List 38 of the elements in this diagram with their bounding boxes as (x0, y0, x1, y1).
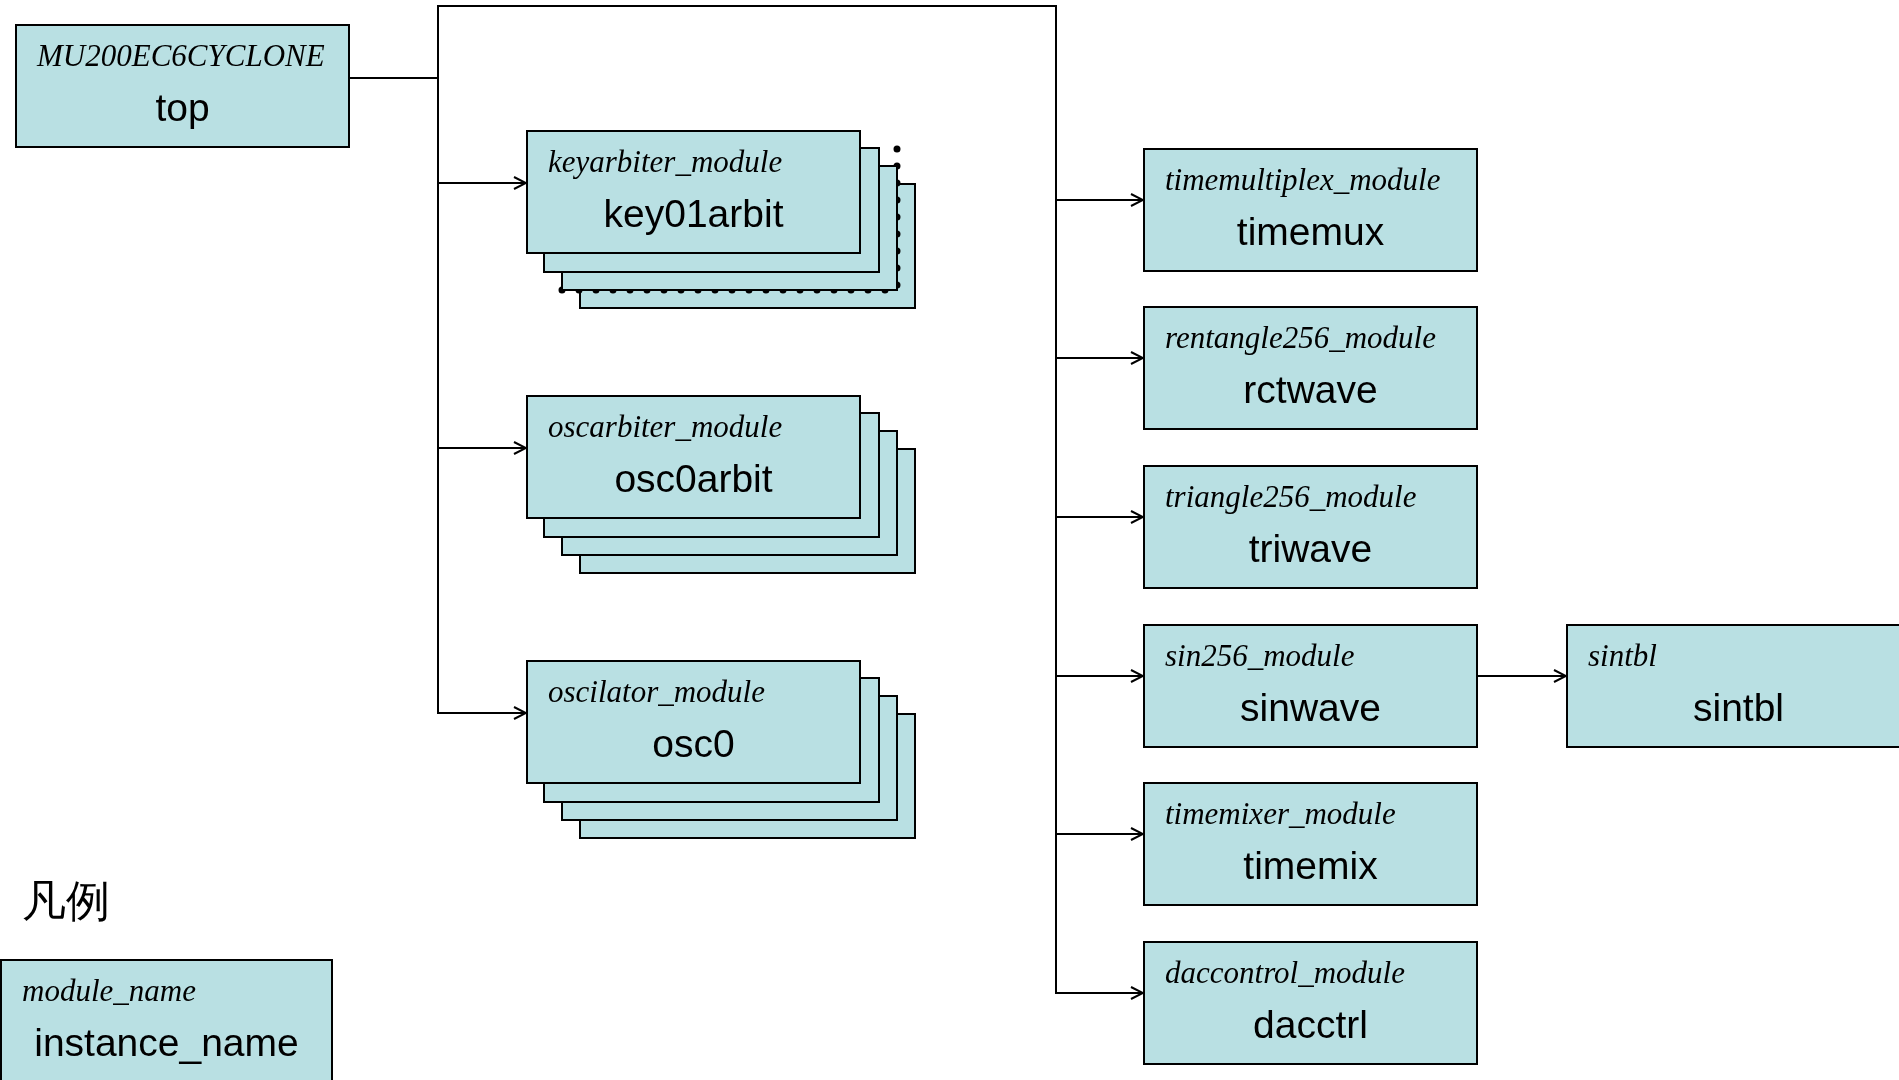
module-box (1143, 941, 1478, 1065)
instance-name: sinwave (1239, 686, 1382, 730)
module-name: timemixer_module (1165, 796, 1396, 832)
legend-title: 凡例 (22, 874, 110, 928)
legend-sample-box (0, 959, 333, 1080)
module-box (526, 130, 861, 254)
module-box (15, 24, 350, 148)
instance-name: triwave (1247, 527, 1374, 571)
instance-name: rctwave (1242, 368, 1379, 412)
module-name: timemultiplex_module (1165, 162, 1441, 198)
instance-name: dacctrl (1252, 1003, 1369, 1047)
instance-name: key01arbit (602, 192, 785, 236)
module-name: MU200EC6CYCLONE (37, 38, 325, 74)
module-name: rentangle256_module (1165, 320, 1436, 356)
connector-arrow (1477, 669, 1567, 683)
module-name: module_name (22, 973, 196, 1009)
instance-name: timemux (1235, 210, 1386, 254)
module-name: keyarbiter_module (548, 144, 783, 180)
module-name: oscarbiter_module (548, 409, 783, 445)
module-name: oscilator_module (548, 674, 765, 710)
instance-name: timemix (1242, 844, 1379, 888)
module-box (1143, 782, 1478, 906)
module-box (1143, 148, 1478, 272)
instance-name: osc0 (651, 722, 736, 766)
module-name: sintbl (1588, 638, 1657, 674)
module-box (1143, 306, 1478, 430)
instance-name: sintbl (1691, 686, 1785, 730)
module-box (1143, 624, 1478, 748)
instance-name: osc0arbit (613, 457, 774, 501)
instance-name: instance_name (33, 1021, 300, 1065)
module-box (526, 395, 861, 519)
module-name: sin256_module (1165, 638, 1355, 674)
module-box (1566, 624, 1899, 748)
module-box (1143, 465, 1478, 589)
module-name: daccontrol_module (1165, 955, 1405, 991)
module-name: triangle256_module (1165, 479, 1417, 515)
instance-name: top (154, 86, 211, 130)
module-box (526, 660, 861, 784)
